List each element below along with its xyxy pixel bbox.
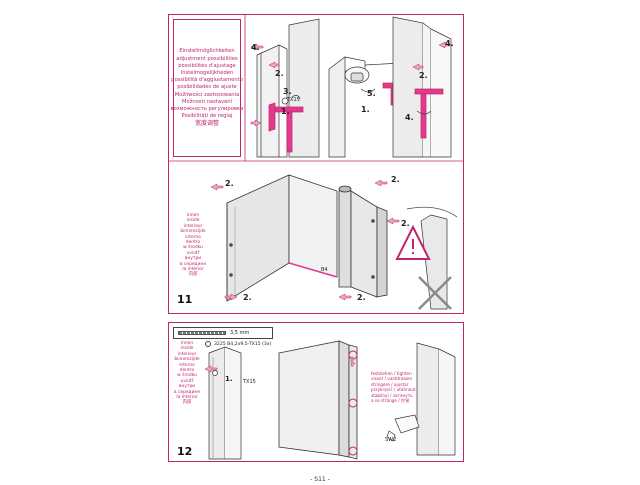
callout-2: 2. [401,219,410,228]
arrow-icon [250,43,280,127]
inside-label: в середине [179,261,207,267]
tighten-label: festziehen / tighten [371,371,412,376]
screw-spec: 3225 B4,2x9,5-TX15 (3x) [205,341,271,347]
inside-label: внутри [184,256,202,262]
inside-label: innen [186,213,200,218]
inside-label: uvnitř [186,250,200,256]
lang-label: Posibilități de reglaj [181,113,233,120]
callout-5: 5. [367,89,376,98]
profile-detail-left [256,18,320,158]
callout-3: 3. [283,87,292,96]
enclosure-panel-12 [278,340,358,460]
callout-1: 1. [361,105,370,114]
lang-label: возможность регулировки [170,106,244,112]
callout-4: 4. [251,43,260,52]
callout-2: 2. [419,71,428,80]
dimension-legend: 3,5 mm [173,327,273,339]
inside-label: w środku [183,245,203,251]
inside-label: interieur [177,351,197,357]
ruler-icon [178,331,226,335]
callout-2: 2. [243,293,252,302]
inside-labels: innen inside interieur binnenzijde inter… [179,213,207,278]
screwdriver-icon [386,430,396,442]
profile-detail-right [392,16,452,158]
step-12-illustrations [204,340,456,460]
tighten-labels: festziehen / tighten visser / vastdraaie… [371,371,435,403]
inside-label: dentro [185,240,201,246]
arrow-icon [210,179,400,301]
inside-label: interieur [183,223,203,229]
inside-label: inside [180,346,194,352]
lang-label: Možliwości zastosowania [174,91,240,98]
tighten-label: stabilnyí / затянуть [371,392,413,398]
step-11-panel: Einstellmöglichkeiten adjustment possibi… [168,14,464,314]
inside-label: dentro [179,368,195,374]
lang-label: Einstellmöglichkeiten [179,48,235,55]
inside-label: interno [179,362,195,368]
lang-label: Možnosti nastavení [181,98,233,105]
dimension-label: 3,5 mm [230,330,250,336]
arrow-icon [204,356,356,373]
inside-label: 内部 [188,272,198,278]
wall-profile-detail [208,346,242,460]
step-number: 11 [177,293,193,306]
step-number: 12 [177,445,193,458]
inside-label: внутри [178,384,196,390]
callout-4: 4. [405,113,414,122]
warning-inset [395,206,458,310]
callout-1: 1. [281,107,290,116]
arrow-icon [412,41,452,71]
tool-label: TX15 [243,379,256,385]
inside-label: inside [186,218,200,224]
inside-label: interno [185,234,201,240]
inside-label: la interior [182,267,204,273]
inside-label: innen [180,341,194,346]
inside-label: binnenzijde [180,229,206,235]
callout-2: 2. [225,179,234,188]
callout-2: 2. [391,175,400,184]
lang-label: 宽度调整 [194,120,219,128]
lang-label: posibilidades de ajuste [177,84,237,91]
shower-enclosure [226,174,388,302]
adjustment-languages-box: Einstellmöglichkeiten adjustment possibi… [170,19,244,157]
inside-label: la interior [176,395,198,401]
hinge-detail [328,56,402,158]
lang-label: Instelmogelijkheden [180,69,234,76]
screw-icon [205,341,211,347]
callout-2: 2. [357,293,366,302]
callout-1: 1. [225,375,233,383]
tighten-detail [394,342,456,456]
tighten-label: stringere / ajustar [371,381,409,387]
page-footer: - S11 - [0,466,640,485]
part-label: B4 [321,267,328,273]
inside-label: w środku [177,373,197,379]
inside-label: binnenzijde [174,357,200,363]
tighten-label: visser / vastdraaien [371,376,413,382]
screw-label: 3225 B4,2x9,5-TX15 (3x) [214,341,272,347]
inside-label: uvnitř [180,378,194,384]
tool-label: TX15 [287,97,300,103]
lang-label: adjustment possibilities [176,55,238,62]
lang-label: possibilités d'ajustage [178,62,236,69]
callout-2: 2. [275,69,284,78]
lang-label: possibilità d'aggiustamento [171,77,243,84]
tighten-label: przykręcić / utáhnout [371,387,416,393]
callout-4: 4. [445,39,454,48]
inside-labels: innen inside interieur binnenzijde inter… [173,341,201,406]
wrench-size-label: SW2 [385,437,397,443]
tighten-label: a se strânge / 拧紧 [371,398,410,404]
inside-label: в середине [173,389,201,395]
inside-label: 内部 [182,400,192,406]
step-11-illustrations [169,15,463,310]
step-12-panel: 3,5 mm 3225 B4,2x9,5-TX15 (3x) [168,322,464,462]
